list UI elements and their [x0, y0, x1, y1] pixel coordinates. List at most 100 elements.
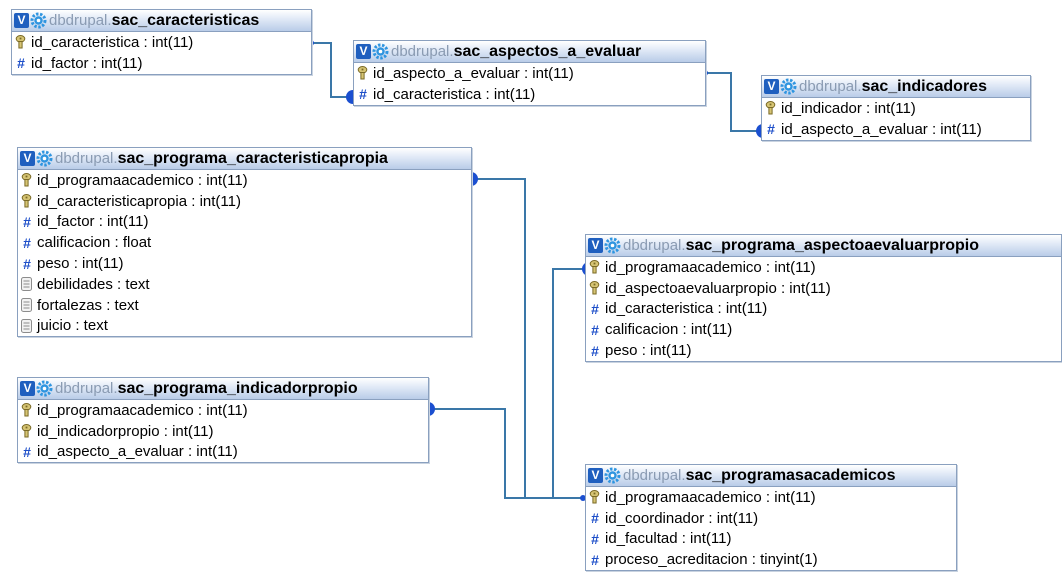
relation-indicadorpropio-programas [428, 408, 583, 499]
column-row[interactable]: # id_caracteristica : int(11) [354, 84, 705, 105]
database-prefix: dbdrupal. [391, 43, 454, 60]
column-row[interactable]: id_caracteristica : int(11) [12, 32, 311, 53]
table-header[interactable]: V dbdrupal. sac_caracteristicas [12, 10, 311, 32]
key-icon [588, 280, 602, 296]
column-label: id_coordinador : int(11) [605, 509, 759, 527]
column-label: id_aspecto_a_evaluar : int(11) [373, 64, 574, 82]
table-sac-programasacademicos[interactable]: V dbdrupal. sac_programasacademicos id_p… [585, 464, 957, 572]
view-icon: V [588, 468, 603, 483]
column-row[interactable]: # proceso_acreditacion : tinyint(1) [586, 549, 956, 570]
table-sac-programa-caracteristicapropia[interactable]: V dbdrupal. sac_programa_caracteristicap… [17, 147, 472, 338]
column-row[interactable]: id_programaacademico : int(11) [586, 257, 1061, 278]
key-icon [20, 423, 34, 439]
gear-icon [36, 150, 53, 167]
hash-icon: # [359, 86, 367, 103]
column-label: id_indicador : int(11) [781, 99, 916, 117]
column-label: id_indicadorpropio : int(11) [37, 422, 214, 440]
view-icon: V [14, 13, 29, 28]
table-sac-programa-indicadorpropio[interactable]: V dbdrupal. sac_programa_indicadorpropio… [17, 377, 429, 464]
column-label: debilidades : text [37, 275, 150, 293]
relation-caracteristicas-aspectos [311, 42, 347, 98]
column-row[interactable]: id_caracteristicapropia : int(11) [18, 191, 471, 212]
column-row[interactable]: id_indicadorpropio : int(11) [18, 421, 428, 442]
column-row[interactable]: # id_factor : int(11) [12, 53, 311, 74]
key-icon [20, 193, 34, 209]
column-label: id_aspectoaevaluarpropio : int(11) [605, 279, 831, 297]
hash-icon: # [591, 342, 599, 359]
table-header[interactable]: V dbdrupal. sac_indicadores [762, 76, 1030, 98]
table-name: sac_caracteristicas [111, 11, 260, 29]
column-label: id_caracteristica : int(11) [373, 85, 536, 103]
text-icon [20, 297, 34, 313]
column-label: calificacion : int(11) [605, 321, 733, 339]
key-icon [20, 402, 34, 418]
column-label: id_aspecto_a_evaluar : int(11) [781, 120, 982, 138]
view-icon: V [588, 238, 603, 253]
column-label: peso : int(11) [605, 342, 692, 360]
column-label: id_aspecto_a_evaluar : int(11) [37, 443, 238, 461]
column-label: calificacion : float [37, 234, 152, 252]
database-prefix: dbdrupal. [49, 12, 112, 29]
relation-aspectoevaluar-programas [552, 268, 583, 499]
view-icon: V [356, 44, 371, 59]
table-name: sac_indicadores [861, 77, 987, 95]
table-header[interactable]: V dbdrupal. sac_programa_caracteristicap… [18, 148, 471, 170]
database-prefix: dbdrupal. [55, 380, 118, 397]
column-row[interactable]: fortalezas : text [18, 295, 471, 316]
key-icon [764, 100, 778, 116]
hash-icon: # [23, 255, 31, 272]
database-prefix: dbdrupal. [55, 150, 118, 167]
hash-icon: # [17, 55, 25, 72]
column-row[interactable]: id_aspectoaevaluarpropio : int(11) [586, 278, 1061, 299]
table-header[interactable]: V dbdrupal. sac_programa_indicadorpropio [18, 378, 428, 400]
column-label: fortalezas : text [37, 296, 139, 314]
column-label: id_caracteristica : int(11) [31, 33, 194, 51]
gear-icon [604, 467, 621, 484]
table-header[interactable]: V dbdrupal. sac_programa_aspectoaevaluar… [586, 235, 1061, 257]
column-row[interactable]: # id_aspecto_a_evaluar : int(11) [18, 442, 428, 463]
column-row[interactable]: # id_aspecto_a_evaluar : int(11) [762, 119, 1030, 140]
table-name: sac_programa_indicadorpropio [117, 379, 358, 397]
view-icon: V [20, 381, 35, 396]
table-name: sac_programa_aspectoaevaluarpropio [685, 236, 980, 254]
column-row[interactable]: debilidades : text [18, 274, 471, 295]
key-icon [14, 34, 28, 50]
column-row[interactable]: # calificacion : int(11) [586, 319, 1061, 340]
relation-end-cup [471, 172, 478, 186]
column-label: id_caracteristicapropia : int(11) [37, 192, 241, 210]
table-name: sac_aspectos_a_evaluar [453, 42, 642, 60]
column-label: id_caracteristica : int(11) [605, 300, 768, 318]
gear-icon [604, 237, 621, 254]
table-sac-aspectos-a-evaluar[interactable]: V dbdrupal. sac_aspectos_a_evaluar id_as… [353, 40, 706, 106]
relation-caracteristicapropia-programas [471, 178, 583, 499]
key-icon [588, 489, 602, 505]
gear-icon [36, 380, 53, 397]
hash-icon: # [591, 551, 599, 568]
column-row[interactable]: id_aspecto_a_evaluar : int(11) [354, 63, 705, 84]
column-label: id_factor : int(11) [37, 213, 149, 231]
column-label: id_facultad : int(11) [605, 530, 732, 548]
table-header[interactable]: V dbdrupal. sac_aspectos_a_evaluar [354, 41, 705, 63]
column-row[interactable]: # id_factor : int(11) [18, 212, 471, 233]
column-label: id_programaacademico : int(11) [605, 258, 816, 276]
text-icon [20, 318, 34, 334]
column-row[interactable]: id_programaacademico : int(11) [18, 170, 471, 191]
table-sac-caracteristicas[interactable]: V dbdrupal. sac_caracteristicas id_carac… [11, 9, 312, 75]
relation-end-dot [580, 495, 586, 501]
column-row[interactable]: juicio : text [18, 316, 471, 337]
table-sac-indicadores[interactable]: V dbdrupal. sac_indicadores id_indicador… [761, 75, 1031, 141]
column-row[interactable]: id_indicador : int(11) [762, 98, 1030, 119]
column-row[interactable]: # id_caracteristica : int(11) [586, 299, 1061, 320]
table-header[interactable]: V dbdrupal. sac_programasacademicos [586, 465, 956, 487]
gear-icon [780, 78, 797, 95]
column-row[interactable]: # peso : int(11) [586, 340, 1061, 361]
column-row[interactable]: id_programaacademico : int(11) [18, 400, 428, 421]
column-row[interactable]: # id_coordinador : int(11) [586, 508, 956, 529]
column-label: id_factor : int(11) [31, 54, 143, 72]
key-icon [356, 65, 370, 81]
column-row[interactable]: # calificacion : float [18, 232, 471, 253]
column-row[interactable]: # id_facultad : int(11) [586, 529, 956, 550]
table-sac-programa-aspectoaevaluarpropio[interactable]: V dbdrupal. sac_programa_aspectoaevaluar… [585, 234, 1062, 362]
column-row[interactable]: id_programaacademico : int(11) [586, 487, 956, 508]
column-row[interactable]: # peso : int(11) [18, 253, 471, 274]
